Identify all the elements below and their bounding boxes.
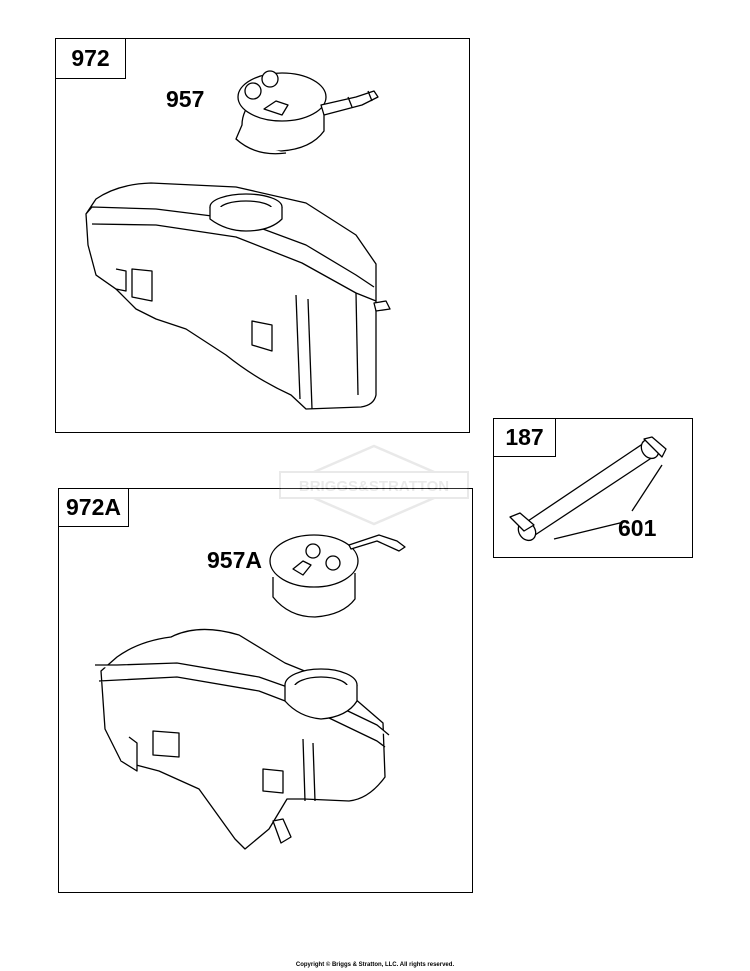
- ref-number-972a: 972A: [59, 489, 129, 527]
- fuel-hose-187-illustration: [509, 436, 667, 542]
- copyright-footer: Copyright © Briggs & Stratton, LLC. All …: [295, 962, 455, 968]
- fuel-tank-972a-illustration: [95, 534, 406, 850]
- fuel-cap-957a-drawing: [269, 534, 406, 618]
- fuel-tank-972-illustration: [85, 70, 391, 410]
- fuel-cap-957-drawing: [235, 70, 379, 155]
- ref-number-972: 972: [56, 39, 126, 79]
- panel-972a: 972A 957A: [58, 488, 473, 893]
- ref-number-187: 187: [494, 419, 556, 457]
- callout-957: 957: [166, 86, 205, 112]
- fuel-tank-972a-drawing: [95, 628, 390, 850]
- panel-187: 187 601: [493, 418, 693, 558]
- fuel-hose-drawing: [509, 436, 667, 542]
- callout-601: 601: [618, 515, 657, 541]
- fuel-tank-972-drawing: [85, 182, 391, 410]
- panel-972: 972 957: [55, 38, 470, 433]
- callout-957a: 957A: [207, 547, 262, 573]
